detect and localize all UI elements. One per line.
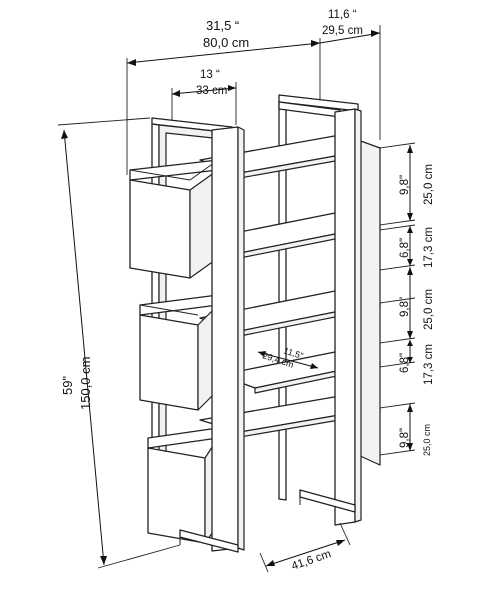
gap-5-dimension — [407, 404, 413, 451]
box-width-cm-label: 33 cm — [196, 85, 227, 97]
height-total-cm-label: 150,0 cm — [78, 357, 93, 410]
gap-5-inch-label: 9,8" — [399, 428, 411, 448]
width-total-dimension — [126, 38, 321, 175]
gap-1-inch-label: 9,8" — [399, 175, 411, 195]
width-total-inch-label: 31,5 “ — [206, 18, 239, 33]
gap-5-cm-label: 25,0 cm — [422, 424, 432, 456]
gap-4-dimension — [407, 340, 413, 363]
gap-4-cm-label: 17,3 cm — [423, 344, 435, 385]
gap-extension-lines — [379, 142, 416, 456]
gap-2-inch-label: 6,8" — [399, 238, 411, 258]
height-total-inch-label: 59" — [60, 376, 75, 395]
depth-top-dimension — [319, 25, 381, 140]
gap-1-dimension — [407, 145, 413, 221]
left-box-middle — [139, 294, 219, 411]
gap-3-dimension — [407, 267, 413, 339]
front-right-post — [278, 101, 362, 526]
box-width-dimension — [171, 82, 237, 125]
gap-3-inch-label: 9,8" — [399, 297, 411, 317]
gap-2-cm-label: 17,3 cm — [423, 227, 435, 268]
gap-1-cm-label: 25,0 cm — [423, 164, 435, 205]
depth-top-inch-label: 11,6 “ — [328, 9, 357, 21]
left-box-bottom — [147, 427, 219, 544]
base-depth-cm-label: 41,6 cm — [290, 548, 333, 573]
shelf-depth-dimension — [257, 351, 319, 369]
gap-4-inch-label: 6,8" — [399, 353, 411, 373]
height-total-dimension — [57, 117, 181, 569]
base-feet — [179, 489, 356, 553]
gap-3-cm-label: 25,0 cm — [423, 289, 435, 330]
left-box-top — [129, 159, 219, 279]
depth-top-cm-label: 29,5 cm — [322, 25, 363, 37]
width-total-cm-label: 80,0 cm — [203, 35, 249, 50]
box-width-inch-label: 13 “ — [200, 69, 220, 81]
base-depth-dimension — [259, 522, 351, 573]
gap-2-dimension — [407, 226, 413, 266]
front-left-post — [211, 126, 245, 552]
